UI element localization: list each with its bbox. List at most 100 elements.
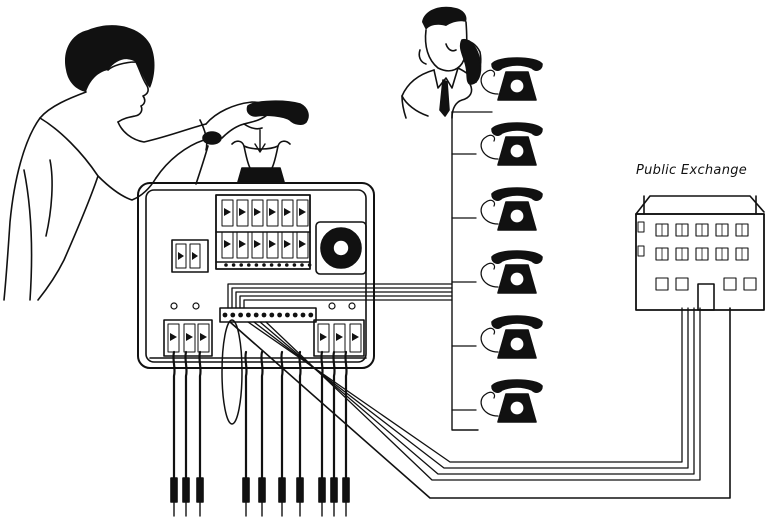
building-window — [724, 278, 736, 290]
building-windows — [638, 222, 756, 290]
extension-phone — [481, 380, 542, 422]
lamp — [285, 263, 289, 267]
key-arrow — [336, 333, 343, 341]
lamp — [255, 263, 259, 267]
handset-cradle — [232, 130, 290, 182]
jack — [230, 313, 235, 318]
lamp — [171, 303, 177, 309]
building-window — [638, 246, 644, 256]
lamp — [293, 263, 297, 267]
exchange-line — [254, 308, 688, 468]
key-arrow — [299, 240, 306, 248]
phone-cord — [481, 392, 498, 416]
phone-dial — [510, 401, 524, 415]
phone-handset — [492, 380, 542, 392]
lamp — [277, 263, 281, 267]
phone-cord — [481, 200, 498, 224]
plug-head — [183, 478, 189, 502]
lamp — [349, 303, 355, 309]
exchange-trunk — [230, 308, 730, 498]
extension-phone — [481, 123, 542, 165]
jack — [262, 313, 267, 318]
phone-cord — [481, 70, 498, 94]
extension-wire — [232, 288, 452, 308]
lamp — [232, 263, 236, 267]
jack — [246, 313, 251, 318]
key-arrow — [269, 208, 276, 216]
caller-figure — [402, 7, 481, 118]
lamp — [262, 263, 266, 267]
key-arrow — [224, 240, 231, 248]
key-arrow — [186, 333, 193, 341]
jack — [301, 313, 306, 318]
jack — [285, 313, 290, 318]
key-arrow — [284, 240, 291, 248]
plug-head — [297, 478, 303, 502]
key-arrow — [254, 240, 261, 248]
phone-dial — [510, 144, 524, 158]
building-window — [744, 278, 756, 290]
plug-head — [259, 478, 265, 502]
exchange-line — [266, 308, 700, 480]
lamp — [239, 263, 243, 267]
phone-handset — [492, 123, 542, 135]
extension-phones — [452, 58, 542, 430]
lamp — [247, 263, 251, 267]
key-arrow — [178, 252, 184, 260]
exchange-building — [636, 196, 764, 310]
phone-handset — [492, 58, 542, 70]
key-arrow — [269, 240, 276, 248]
extension-taps — [452, 112, 492, 410]
plug-head — [319, 478, 325, 502]
key-arrow — [254, 208, 261, 216]
phone-dial — [510, 79, 524, 93]
phone-handset — [492, 316, 542, 328]
key-arrow — [192, 252, 198, 260]
building-window — [656, 278, 668, 290]
extension-bus — [452, 112, 478, 430]
extension-wire — [240, 296, 452, 308]
lamp — [308, 263, 312, 267]
jack — [269, 313, 274, 318]
building-window — [676, 278, 688, 290]
operator-figure — [4, 25, 268, 300]
exchange-line — [248, 308, 682, 462]
lamp — [224, 263, 228, 267]
jack — [254, 313, 259, 318]
extension-phone — [481, 58, 542, 100]
phone-cord — [481, 263, 498, 287]
phone-dial — [510, 209, 524, 223]
building-window — [638, 222, 644, 232]
phone-handset — [492, 251, 542, 263]
lamp — [300, 263, 304, 267]
key-arrow — [284, 208, 291, 216]
plug-head — [197, 478, 203, 502]
phone-handset — [492, 188, 542, 200]
operator-blouse — [4, 92, 86, 300]
lamp — [329, 303, 335, 309]
key-arrow — [200, 333, 207, 341]
lamp — [270, 263, 274, 267]
key-arrow — [170, 333, 177, 341]
building-door — [698, 284, 714, 310]
key-arrow — [299, 208, 306, 216]
public-exchange-label: Public Exchange — [636, 163, 747, 178]
jack — [223, 313, 228, 318]
exchange-line — [260, 308, 694, 474]
lamp — [193, 303, 199, 309]
extension-phone — [481, 251, 542, 293]
jack — [293, 313, 298, 318]
phone-cord — [481, 328, 498, 352]
plug-head — [279, 478, 285, 502]
key-arrow — [239, 240, 246, 248]
plug-head — [243, 478, 249, 502]
phone-dial — [510, 337, 524, 351]
jack — [238, 313, 243, 318]
operator-hair — [65, 25, 155, 92]
extension-phone — [481, 316, 542, 358]
plug-head — [343, 478, 349, 502]
key-arrow — [352, 333, 359, 341]
jack — [308, 313, 313, 318]
